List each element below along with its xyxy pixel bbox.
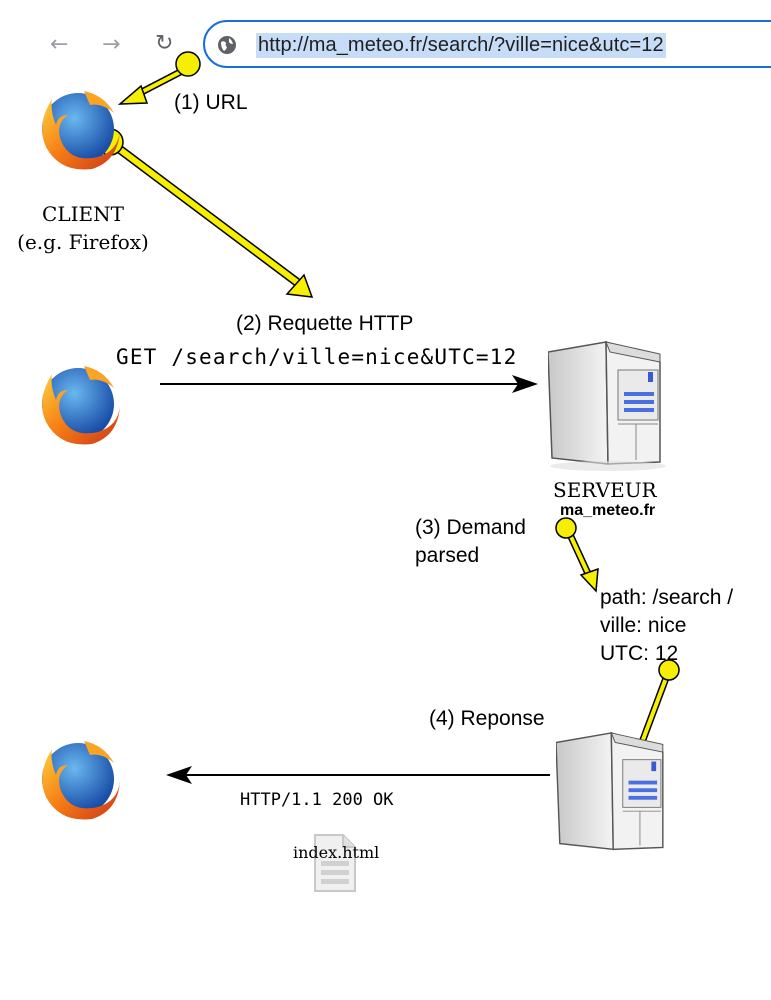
file-name: index.html (293, 843, 380, 862)
request-title: (2) Requette HTTP (236, 312, 414, 335)
http-response-arrow (166, 766, 550, 784)
reload-icon[interactable]: ↻ (155, 31, 174, 56)
parsed-path: path: /search / (600, 586, 734, 609)
parsed-utc: UTC: 12 (600, 642, 679, 665)
client-example: (e.g. Firefox) (17, 230, 149, 254)
forward-arrow-icon[interactable]: → (102, 32, 121, 57)
response-line: HTTP/1.1 200 OK (240, 790, 394, 810)
url-arrow (117, 51, 201, 105)
parse-caption-line1: (3) Demand (415, 516, 526, 539)
firefox-logo-icon (42, 91, 120, 170)
firefox-logo-icon (42, 741, 120, 820)
step-url-label: (1) URL (174, 91, 248, 114)
parsed-fields: path: /search / ville: nice UTC: 12 (600, 584, 733, 668)
client-caption: CLIENT (e.g. Firefox) (0, 200, 166, 256)
parse-arrow (555, 517, 599, 593)
parse-caption: (3) Demand parsed (415, 514, 526, 570)
request-line: GET /search/ville=nice&UTC=12 (116, 345, 518, 369)
parse-caption-line2: parsed (415, 544, 480, 567)
server-icon (548, 340, 666, 471)
document-icon (314, 834, 356, 892)
firefox-logo-icon (42, 366, 120, 445)
url-text[interactable]: http://ma_meteo.fr/search/?ville=nice&ut… (256, 33, 666, 58)
server-host: ma_meteo.fr (560, 502, 656, 519)
response-title: (4) Reponse (429, 707, 545, 730)
parsed-ville: ville: nice (600, 614, 687, 637)
server-name: SERVEUR (553, 478, 657, 502)
client-name: CLIENT (42, 202, 124, 226)
back-arrow-icon[interactable]: ← (50, 32, 69, 57)
globe-icon (218, 36, 236, 54)
http-request-arrow (160, 375, 538, 393)
server-icon (556, 731, 664, 851)
